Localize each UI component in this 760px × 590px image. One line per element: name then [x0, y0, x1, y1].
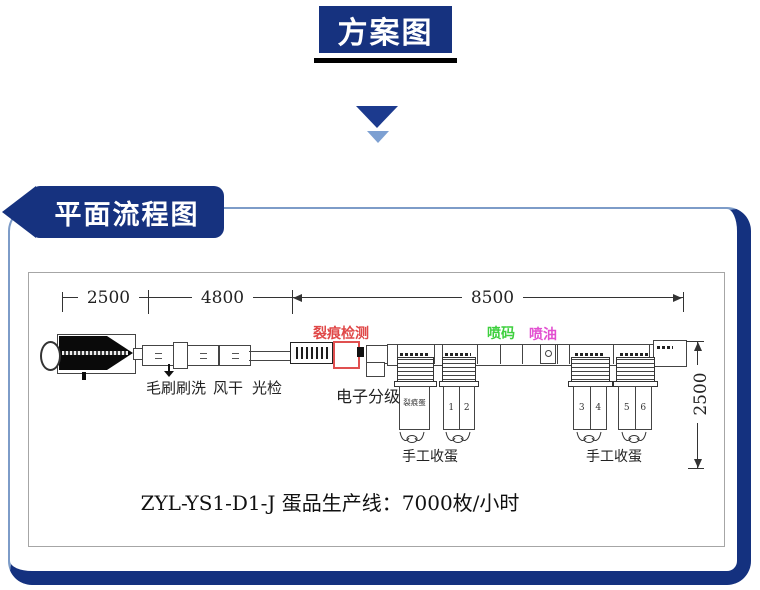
unit-mark — [231, 352, 239, 359]
dimension-line-top — [62, 297, 683, 298]
label-ink-coding: 喷码 — [487, 326, 515, 342]
title-underline — [314, 58, 457, 63]
egg-loader-foot — [82, 372, 86, 380]
grade-table-3-4: 3 4 — [573, 386, 607, 430]
crack-detect-box — [333, 341, 360, 369]
oil-spray-nozzle — [545, 350, 552, 357]
conveyor-divider — [557, 344, 558, 364]
accumulator-roller — [442, 357, 476, 385]
accumulator-roller — [571, 357, 610, 385]
dim-4800: 4800 — [192, 288, 253, 308]
grade-cell: 2 — [458, 387, 475, 429]
conveyor-divider — [434, 344, 435, 364]
conveyor-divider — [613, 344, 614, 364]
label-air-dry: 风干 — [213, 379, 244, 397]
transfer-unit — [173, 342, 188, 369]
drain-spigot — [168, 364, 170, 372]
label-oil-spray: 喷油 — [529, 327, 557, 343]
connector-block — [357, 347, 364, 357]
dimension-tick — [688, 468, 704, 469]
conveyor-divider — [569, 344, 570, 364]
grade-cell: 4 — [589, 387, 607, 429]
arrowhead-up-icon — [694, 342, 702, 351]
egg-loader-wheel — [40, 341, 61, 371]
chevron-down-icon-light — [367, 131, 389, 143]
dim-2500-right: 2500 — [691, 365, 711, 423]
candling-belt — [290, 342, 333, 364]
station-mark — [575, 353, 605, 356]
end-table-mark — [657, 346, 673, 349]
grade-table-1-2: 1 2 — [443, 386, 475, 430]
dimension-tick — [148, 290, 149, 314]
dimension-tick — [62, 292, 63, 312]
arrowhead-left-icon — [293, 294, 302, 302]
station-mark — [445, 353, 471, 356]
grading-chute — [366, 362, 385, 377]
dimension-tick — [686, 341, 704, 342]
air-dry-unit — [187, 345, 219, 366]
section-badge: 平面流程图 — [30, 186, 224, 238]
grade-cell: 6 — [634, 387, 652, 429]
drain-spigot-tip — [164, 371, 174, 377]
conveyor-divider — [500, 344, 501, 364]
operator-person-icon — [575, 430, 603, 449]
conveyor-divider — [477, 344, 478, 364]
egg-loader-shaft — [62, 351, 128, 355]
dim-8500: 8500 — [462, 288, 523, 308]
conveyor-rails — [249, 351, 290, 361]
end-table — [653, 340, 687, 367]
diagram-caption: ZYL-YS1-D1-J 蛋品生产线：7000枚/小时 — [140, 491, 520, 515]
drawing-frame — [28, 272, 725, 547]
grade-cell: 5 — [623, 403, 630, 413]
dimension-tick — [683, 292, 684, 312]
conveyor-divider — [397, 344, 398, 364]
grade-cell: 1 — [448, 403, 455, 413]
label-light-inspect: 光检 — [252, 379, 283, 397]
grade-table-5-6: 5 6 — [618, 386, 652, 430]
label-brush-wash: 毛刷刷洗 — [146, 379, 207, 397]
arrowhead-right-icon — [673, 294, 682, 302]
dimension-tick — [292, 290, 293, 314]
cracked-egg-table: 裂痕蛋 — [399, 386, 430, 430]
accumulator-roller — [616, 357, 655, 385]
page-title: 方案图 — [319, 6, 452, 53]
station-mark — [620, 353, 650, 356]
conveyor-divider — [442, 344, 443, 364]
station-mark — [400, 353, 428, 356]
conveyor-divider — [522, 344, 523, 364]
light-inspect-unit — [219, 345, 251, 366]
grade-cell: 3 — [578, 403, 585, 413]
unit-mark — [155, 352, 162, 359]
label-electronic-grading: 电子分级 — [336, 387, 401, 406]
unit-mark — [199, 352, 207, 359]
operator-person-icon — [444, 430, 472, 449]
label-manual-collect-right: 手工收蛋 — [586, 449, 642, 465]
label-crack-detect: 裂痕检测 — [313, 326, 369, 342]
cracked-egg-label: 裂痕蛋 — [403, 398, 426, 407]
dim-2500-left: 2500 — [78, 288, 139, 308]
label-manual-collect-left: 手工收蛋 — [402, 449, 458, 465]
brush-wash-unit — [142, 345, 175, 366]
chevron-down-icon — [356, 106, 398, 128]
operator-person-icon — [620, 430, 648, 449]
arrowhead-down-icon — [694, 459, 702, 468]
operator-person-icon — [398, 430, 426, 449]
